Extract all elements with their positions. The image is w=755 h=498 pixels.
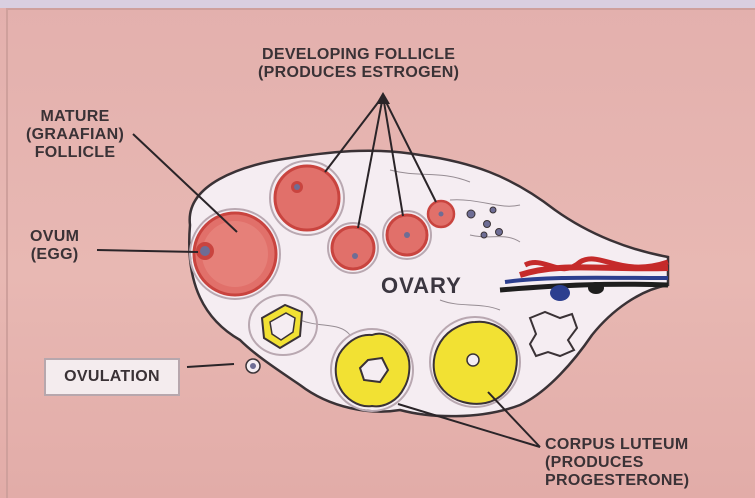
mature-follicle-line1: MATURE bbox=[26, 108, 124, 126]
released-ovum bbox=[246, 359, 260, 373]
developing-follicle-line1: DEVELOPING FOLLICLE bbox=[258, 46, 459, 64]
developing-follicle-large bbox=[270, 161, 344, 235]
mature-follicle-line3: FOLLICLE bbox=[26, 144, 124, 162]
mature-follicle-label: MATURE (GRAAFIAN) FOLLICLE bbox=[26, 108, 124, 162]
corpus-luteum-line3: PROGESTERONE) bbox=[545, 472, 689, 490]
corpus-luteum-line1: CORPUS LUTEUM bbox=[545, 436, 689, 454]
corpus-luteum-label: CORPUS LUTEUM (PRODUCES PROGESTERONE) bbox=[545, 436, 689, 490]
ovum-label: OVUM (EGG) bbox=[30, 228, 79, 264]
ovum-line2: (EGG) bbox=[30, 246, 79, 264]
corpus-luteum-right bbox=[430, 317, 520, 407]
developing-follicle-small bbox=[383, 211, 431, 259]
mature-follicle-line2: (GRAAFIAN) bbox=[26, 126, 124, 144]
corpus-luteum-left bbox=[331, 329, 413, 411]
corpus-luteum-line2: (PRODUCES bbox=[545, 454, 689, 472]
ovum-line1: OVUM bbox=[30, 228, 79, 246]
leader-arrow-head bbox=[376, 92, 390, 104]
corpus-albicans bbox=[530, 312, 577, 356]
developing-follicle-medium bbox=[328, 223, 378, 273]
ovulation-label: OVULATION bbox=[64, 368, 160, 386]
developing-follicle-label: DEVELOPING FOLLICLE (PRODUCES ESTROGEN) bbox=[258, 46, 459, 82]
developing-follicle-tiny bbox=[428, 201, 454, 227]
developing-follicle-line2: (PRODUCES ESTROGEN) bbox=[258, 64, 459, 82]
ovary-label: OVARY bbox=[381, 277, 462, 295]
mature-follicle bbox=[190, 209, 280, 299]
ovulation-box: OVULATION bbox=[44, 358, 180, 396]
